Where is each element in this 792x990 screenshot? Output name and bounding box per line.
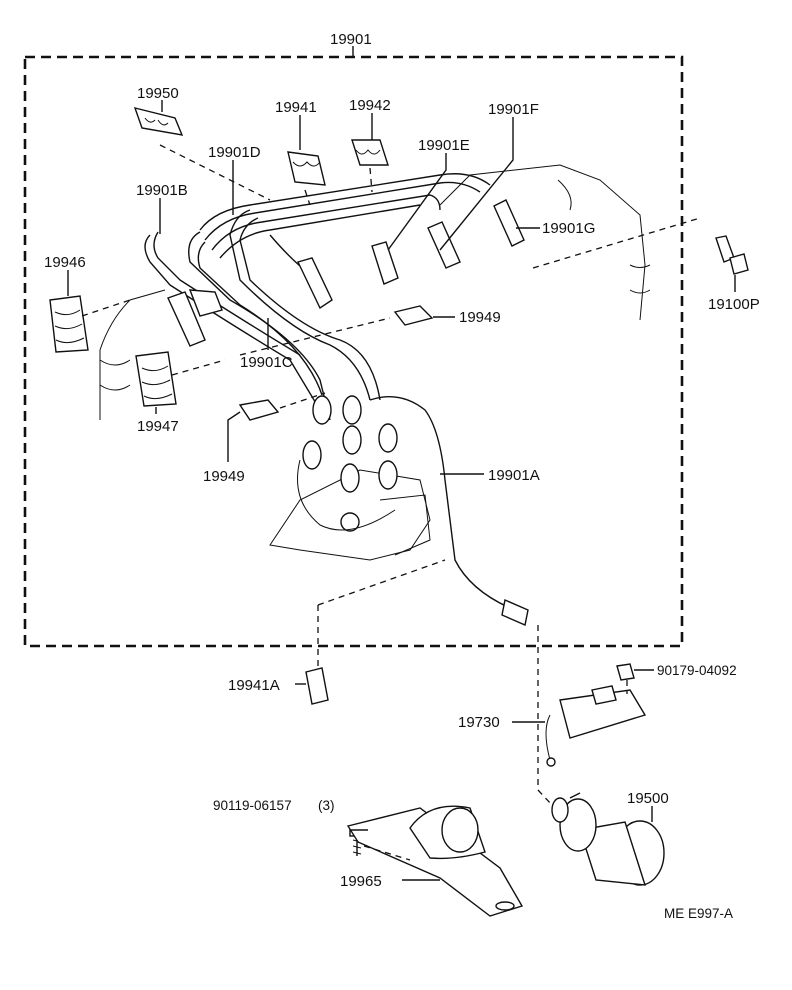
- clamp-19949-lower-shape: [238, 399, 280, 421]
- clamp-19941A-shape: [305, 667, 329, 705]
- label-19941: 19941: [275, 99, 317, 116]
- dash-19950: [159, 144, 271, 201]
- label-19901F: 19901F: [488, 101, 539, 118]
- clamp-19947-shape: [135, 351, 177, 407]
- label-19942: 19942: [349, 97, 391, 114]
- dash-19949-upper: [239, 317, 391, 356]
- clamp-19946-shape: [49, 295, 89, 353]
- wire-harness: [144, 173, 511, 609]
- label-19500: 19500: [627, 790, 669, 807]
- label-90179-04092: 90179-04092: [657, 663, 737, 678]
- dash-19941A-top: [317, 559, 446, 606]
- dash-90119: [363, 845, 411, 861]
- coil-bracket-shape: [346, 805, 524, 917]
- dash-19941: [304, 189, 311, 206]
- label-19901C: 19901C: [240, 354, 293, 371]
- dash-19946: [81, 299, 131, 317]
- distributor-cap: [297, 395, 398, 532]
- dash-coil-link: [537, 625, 553, 806]
- label-drawing-code: ME E997-A: [664, 906, 733, 921]
- plug-boots: [167, 199, 525, 347]
- clamp-19949-upper-shape: [393, 305, 434, 326]
- igniter-shape: [545, 663, 647, 767]
- label-main-assembly: 19901: [330, 31, 372, 48]
- label-90119-06157: 90119-06157: [213, 798, 292, 813]
- leader-19901F: [439, 117, 514, 251]
- label-19947: 19947: [137, 418, 179, 435]
- label-19901E: 19901E: [418, 137, 470, 154]
- label-19901A: 19901A: [488, 467, 540, 484]
- spark-plug-shape: [715, 235, 749, 275]
- clamp-19941-shape: [287, 151, 326, 186]
- label-19901B: 19901B: [136, 182, 188, 199]
- coil-lead-connector: [501, 599, 529, 626]
- clamp-19942-shape: [351, 139, 389, 166]
- label-19949-upper: 19949: [459, 309, 501, 326]
- label-19901D: 19901D: [208, 144, 261, 161]
- leader-19901E: [387, 153, 447, 251]
- label-19946: 19946: [44, 254, 86, 271]
- label-19941A: 19941A: [228, 677, 280, 694]
- label-19730: 19730: [458, 714, 500, 731]
- clamp-19950-shape: [133, 107, 184, 136]
- leader-19949-lower: [227, 411, 241, 462]
- dash-19949-lower: [279, 392, 326, 409]
- label-90119-qty: (3): [318, 798, 335, 813]
- ignition-coil-shape: [551, 792, 665, 886]
- label-19100P: 19100P: [708, 296, 760, 313]
- label-19950: 19950: [137, 85, 179, 102]
- label-19901G: 19901G: [542, 220, 595, 237]
- label-19949-lower: 19949: [203, 468, 245, 485]
- dash-19942: [369, 167, 373, 193]
- dash-19947: [171, 359, 226, 376]
- label-19965: 19965: [340, 873, 382, 890]
- dash-19100P: [532, 217, 701, 269]
